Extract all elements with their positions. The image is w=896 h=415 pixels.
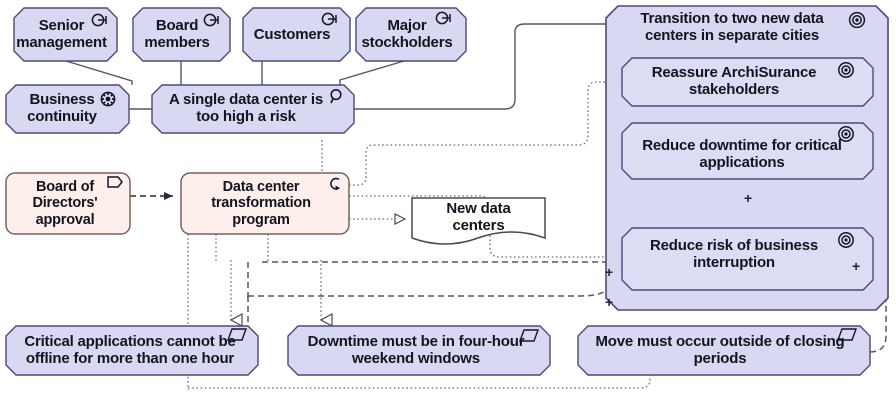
label-text: Critical applications cannot be offline … — [24, 332, 236, 367]
edge-influence-req-move-to-risk — [840, 256, 887, 353]
shape-stakeholder-senior-management[interactable] — [13, 7, 118, 62]
role-icon — [435, 11, 451, 25]
influence-plus-downtime-to-risk: + — [744, 190, 753, 206]
role-icon — [321, 12, 337, 26]
shape-deliverable-new-data-centers[interactable] — [411, 197, 546, 245]
goal-icon — [838, 126, 854, 142]
work-package-icon — [330, 177, 340, 191]
requirement-label-move-closing-periods: Move must occur outside of closing perio… — [578, 326, 862, 375]
shape-driver-business-continuity[interactable] — [5, 84, 130, 134]
shape-stakeholder-board-members[interactable] — [132, 7, 231, 62]
requirement-label-critical-applications: Critical applications cannot be offline … — [6, 326, 254, 375]
goal-icon — [848, 11, 866, 29]
stakeholder-label-senior-management: Senior management — [14, 8, 109, 61]
label-text: Board of Directors' approval — [32, 179, 98, 228]
label-text: Business continuity — [27, 91, 97, 125]
shape-deliverable-board-approval[interactable] — [5, 172, 131, 235]
goal-label-reduce-downtime: Reduce downtime for critical application… — [628, 133, 856, 177]
requirement-icon — [519, 329, 539, 342]
shape-work-package-transformation-program[interactable] — [180, 172, 350, 235]
label-text: Senior management — [16, 16, 107, 51]
influence-plus-left-upper: + — [605, 264, 614, 280]
shape-plateau-transition[interactable] — [605, 5, 889, 311]
work-package-label-transformation-program: Data center transformation program — [181, 173, 341, 234]
label-text: Transition to two new data centers in se… — [640, 10, 824, 45]
label-text: Downtime must be in four-hour weekend wi… — [307, 332, 525, 367]
goal-icon — [838, 62, 854, 78]
edge-program-to-reduce-risk-goal — [349, 195, 616, 257]
influence-plus-left-lower: + — [605, 294, 614, 310]
requirement-icon — [227, 328, 247, 341]
label-text: Board members — [144, 16, 210, 51]
shape-stakeholder-major-stockholders[interactable] — [355, 7, 467, 62]
goal-label-reassure-stakeholders: Reassure ArchiSurance stakeholders — [628, 58, 840, 106]
edge-requirement-move-realization — [188, 356, 650, 389]
label-text: Data center transformation program — [211, 179, 311, 228]
requirement-icon — [837, 328, 857, 341]
shape-goal-reduce-downtime[interactable] — [621, 122, 874, 180]
role-icon — [203, 13, 219, 27]
driver-icon — [100, 91, 116, 107]
label-text: Reassure ArchiSurance stakeholders — [651, 64, 817, 98]
shape-requirement-critical-applications[interactable] — [5, 325, 259, 376]
assessment-label-single-data-center-risk: A single data center is too high a risk — [152, 85, 340, 133]
deliverable-label-new-data-centers: New data centers — [412, 198, 545, 238]
edge-senior-management-to-assessment — [65, 60, 133, 85]
label-text: New data centers — [446, 200, 511, 234]
edge-influence-req-downtime-to-risk — [248, 292, 616, 297]
label-text: Customers — [253, 25, 331, 43]
stakeholder-label-customers: Customers — [243, 12, 341, 58]
stakeholder-label-major-stockholders: Major stockholders — [356, 8, 458, 61]
assessment-icon — [330, 88, 342, 104]
edge-assessment-to-plateau — [354, 23, 606, 110]
label-text: Move must occur outside of closing perio… — [595, 332, 845, 367]
shape-goal-reduce-risk[interactable] — [621, 227, 874, 291]
shape-stakeholder-customers[interactable] — [242, 7, 351, 62]
driver-label-business-continuity: Business continuity — [6, 85, 118, 133]
label-text: Reduce downtime for critical application… — [642, 137, 842, 171]
goal-label-reduce-risk: Reduce risk of business interruption — [628, 230, 840, 280]
goal-icon — [838, 232, 854, 248]
shape-goal-reassure-stakeholders[interactable] — [621, 57, 874, 107]
label-text: Reduce risk of business interruption — [650, 237, 818, 271]
shape-requirement-downtime-windows[interactable] — [287, 325, 551, 376]
influence-plus-move-to-risk: + — [852, 258, 861, 274]
shape-requirement-move-closing-periods[interactable] — [577, 325, 871, 376]
shape-assessment-single-data-center-risk[interactable] — [151, 84, 355, 134]
role-icon — [91, 13, 107, 27]
stakeholder-label-board-members: Board members — [133, 8, 221, 61]
label-text: A single data center is too high a risk — [168, 91, 324, 125]
plateau-title-transition: Transition to two new data centers in se… — [618, 10, 846, 44]
edge-major-stockholders-to-assessment — [339, 60, 405, 85]
label-text: Major stockholders — [361, 16, 453, 51]
deliverable-icon — [107, 176, 123, 188]
requirement-label-downtime-windows: Downtime must be in four-hour weekend wi… — [288, 326, 544, 375]
deliverable-label-board-approval: Board of Directors' approval — [6, 173, 124, 234]
edge-program-to-reassure-goal — [349, 82, 616, 186]
